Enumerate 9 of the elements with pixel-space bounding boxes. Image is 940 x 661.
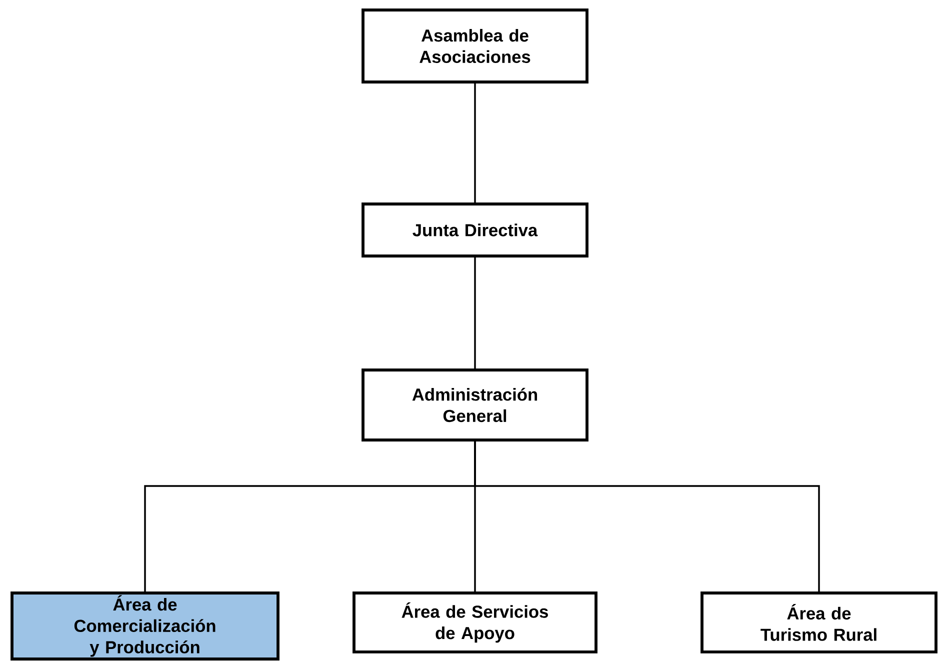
org-box: Área de Comercialización y Producción xyxy=(10,592,280,660)
org-box: Asamblea de Asociaciones xyxy=(362,8,588,84)
org-box: Área de Turismo Rural xyxy=(700,592,938,654)
connector-line xyxy=(474,441,820,592)
org-box: Administración General xyxy=(362,368,588,442)
connector-line xyxy=(474,257,476,369)
org-box: Junta Directiva xyxy=(362,202,588,258)
connector-line xyxy=(474,83,476,203)
org-box: Área de Servicios de Apoyo xyxy=(352,592,598,654)
